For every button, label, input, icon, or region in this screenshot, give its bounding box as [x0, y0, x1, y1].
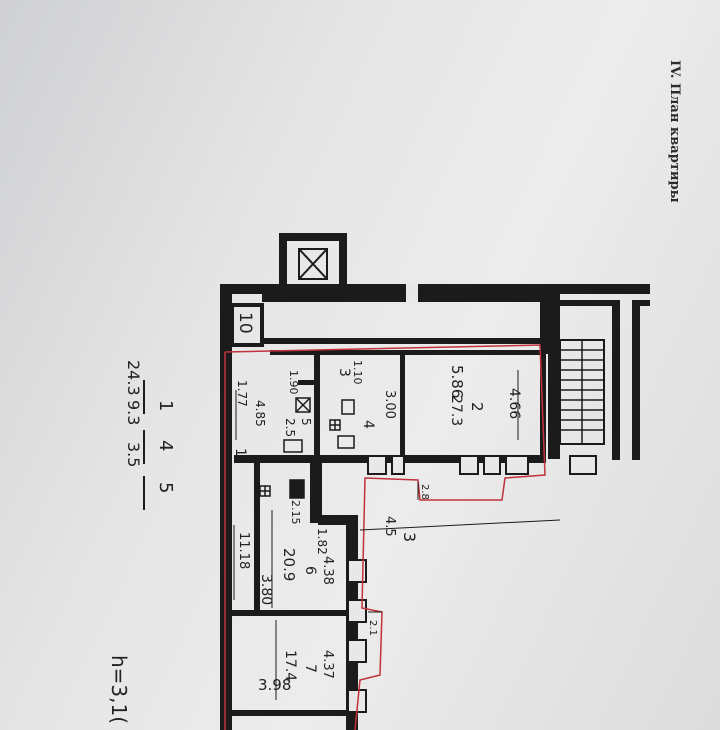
corridor-walls — [220, 284, 650, 730]
room-wc-dimension: 1.90 — [287, 370, 300, 395]
room-2-dimension: 5.86 — [448, 365, 466, 398]
loggia-area: 4.5 — [382, 516, 397, 537]
room-1-dimension: 1.77 — [235, 380, 249, 407]
room-3-number: 3 — [336, 368, 352, 377]
dimension-lines — [233, 370, 561, 700]
ceiling-height-note: h=3,1( — [107, 655, 131, 724]
room-3-dimension: 1.10 — [351, 360, 364, 385]
plan-labels: 14524.39.33.5h=3,1(101.774.8511.9052.51.… — [107, 312, 522, 724]
windows — [347, 455, 597, 713]
room-6-number: 6 — [302, 566, 318, 575]
window-mark: 2.8 — [419, 484, 430, 500]
room-2-dimension-side: 4.66 — [506, 388, 522, 419]
room-1-area: 4.85 — [253, 400, 267, 427]
loggia-number: 3 — [400, 532, 419, 542]
summary-denominator: 3.5 — [124, 442, 143, 467]
room-7-area: 17.4 — [282, 650, 298, 681]
room-4-dimension: 3.00 — [382, 390, 397, 419]
room-10-number: 10 — [235, 312, 255, 334]
summary-numerator: 1 — [155, 400, 176, 411]
room-7-number: 7 — [302, 664, 318, 673]
room-2-number: 2 — [468, 402, 486, 412]
summary-denominator: 9.3 — [124, 400, 143, 425]
room-wc-number: 5 — [299, 418, 313, 426]
room-wc-area: 2.5 — [283, 418, 297, 437]
room-7-dimension: 4.37 — [320, 650, 335, 679]
room-6-dimension-3: 3.80 — [258, 574, 274, 605]
summary-denominator: 24.3 — [124, 360, 143, 396]
room-7-dimension-side: 3.98 — [258, 676, 291, 694]
summary-numerator: 5 — [155, 482, 176, 493]
room-2-area: 27.3 — [448, 395, 464, 426]
room-6-dimension-side: 11.18 — [236, 532, 251, 569]
room-6-dimension-small: 2.15 — [289, 500, 302, 525]
room-4-number: 4 — [360, 420, 376, 429]
room-1-number: 1 — [232, 448, 248, 457]
apartment-outline — [224, 344, 546, 730]
room-6-dimension-2: 4.38 — [320, 556, 335, 585]
room-6-area: 20.9 — [280, 548, 298, 581]
bathroom-fixtures — [259, 397, 355, 499]
room-6-dimension: 1.82 — [315, 528, 329, 555]
summary-numerator: 4 — [155, 440, 176, 451]
window-mark: 2.1 — [367, 620, 378, 636]
staircase — [548, 294, 650, 460]
